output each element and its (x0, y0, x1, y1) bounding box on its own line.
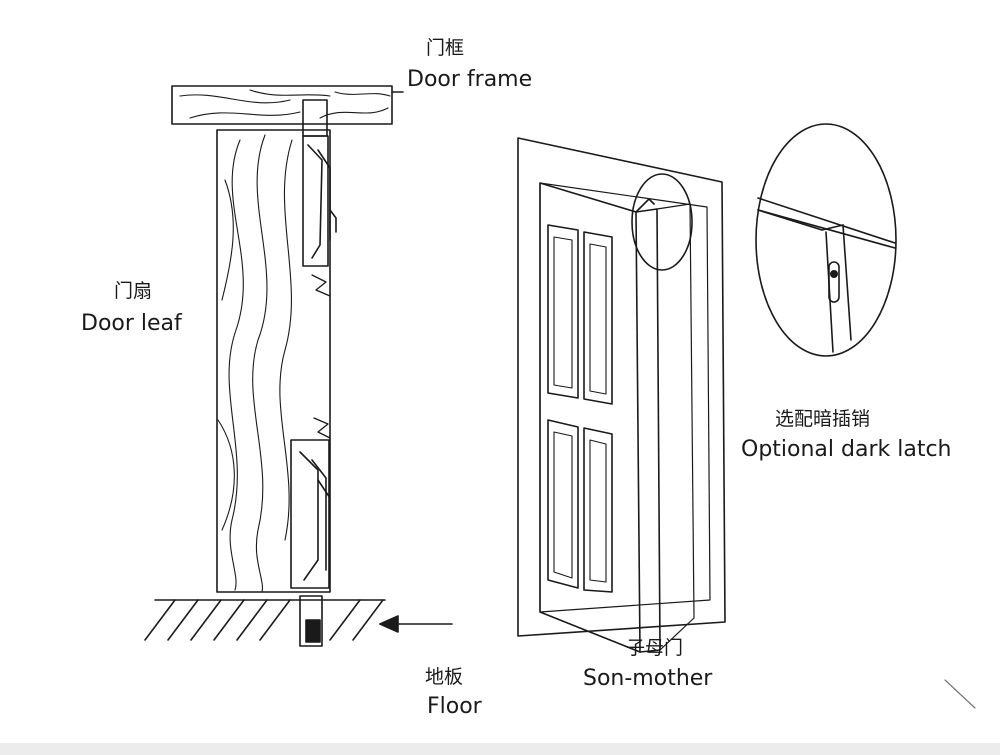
door-leaf-panel (216, 129, 331, 593)
lower-hinge (290, 417, 331, 589)
son-mother-door (517, 137, 726, 653)
dark-latch-label-zh: 选配暗插销 (775, 408, 871, 430)
door-frame-label-zh: 门框 (426, 37, 465, 59)
son-mother-label-zh: 子母门 (626, 637, 684, 659)
upper-hinge (302, 99, 337, 297)
door-leaf-label-en: Door leaf (81, 311, 182, 336)
dark-latch-label-en: Optional dark latch (741, 437, 952, 462)
door-leaf-label-zh: 门扇 (114, 280, 153, 302)
floor-arrow (379, 615, 453, 633)
son-mother-label-en: Son-mother (583, 666, 713, 691)
floor-label-zh: 地板 (425, 666, 464, 688)
resize-grip (944, 679, 976, 709)
floor-label-en: Floor (427, 694, 482, 719)
door-frame-label-en: Door frame (407, 67, 533, 92)
latch-zoom-callout (755, 123, 897, 357)
bottom-border-strip (0, 743, 1000, 755)
door-frame-beam (171, 85, 393, 125)
floor-hatch (144, 595, 386, 647)
